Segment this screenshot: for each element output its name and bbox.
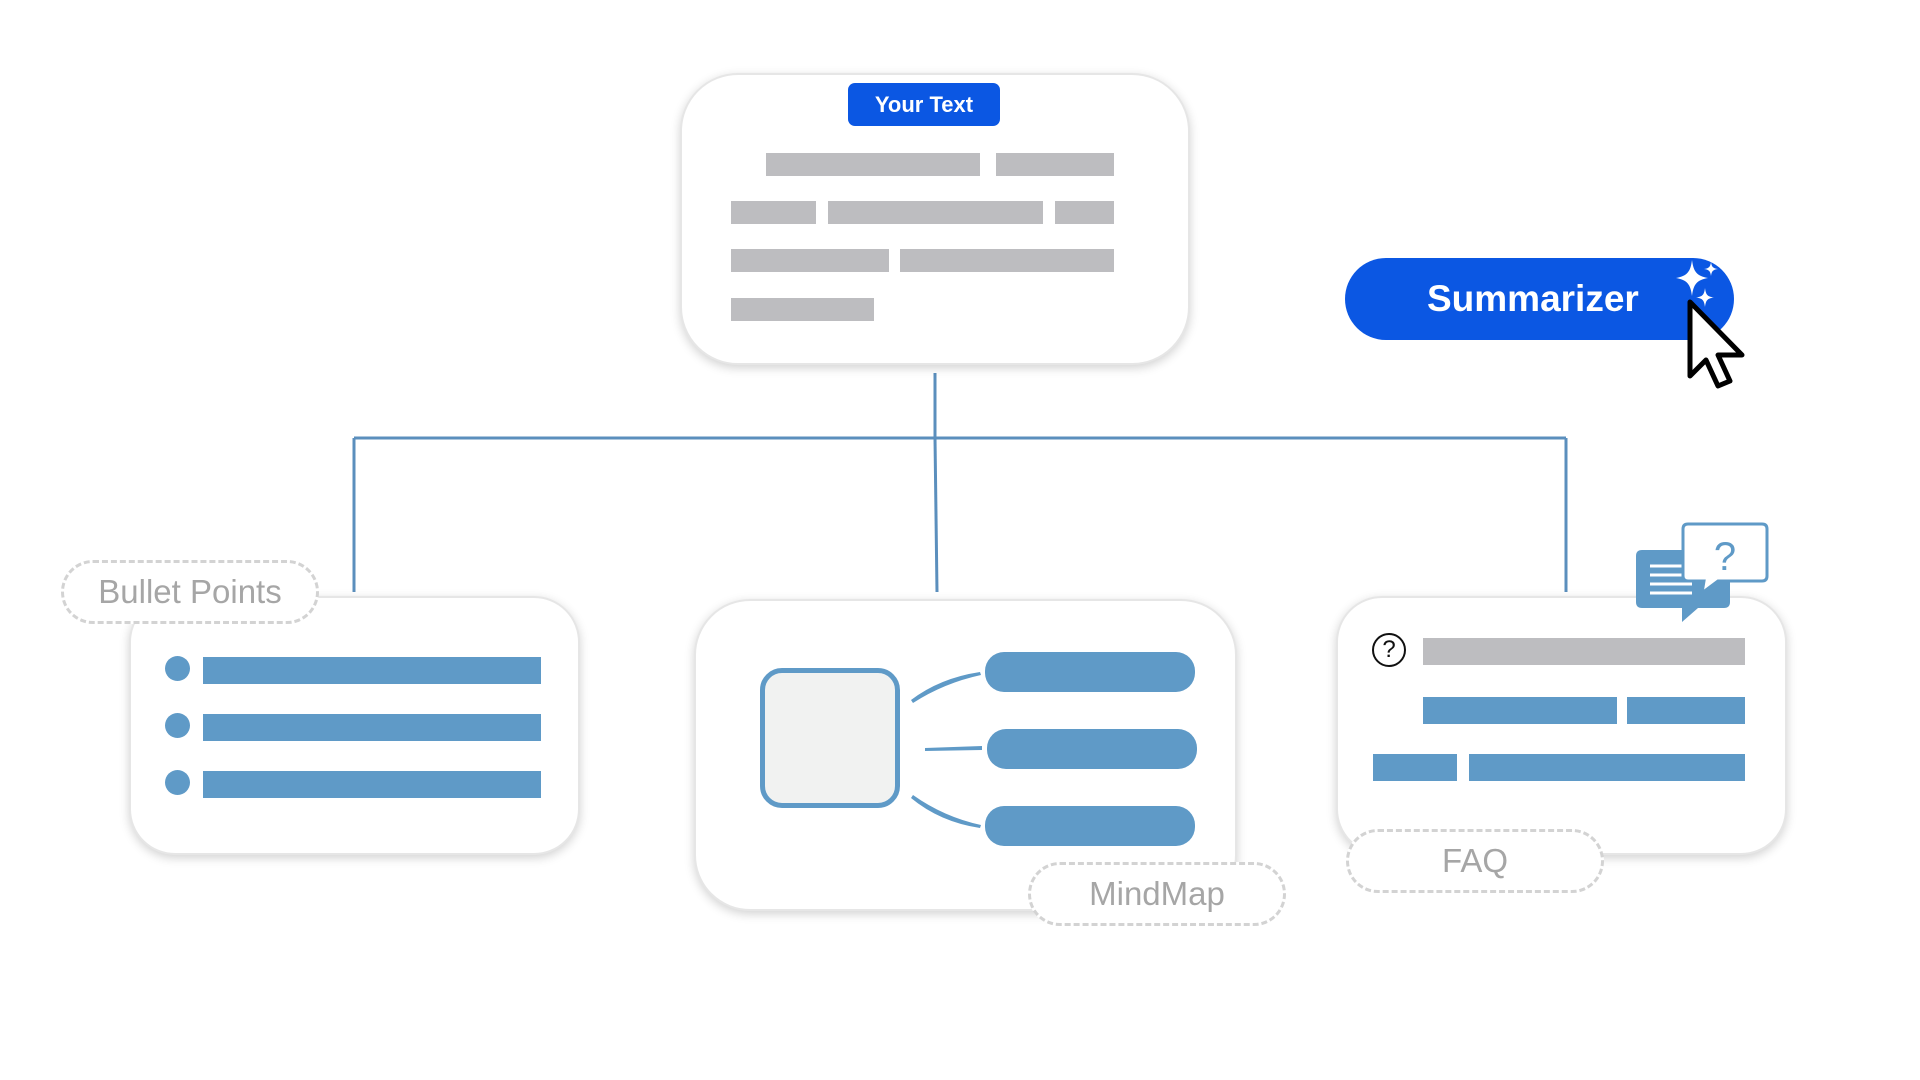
mindmap-tag: MindMap xyxy=(1028,862,1286,926)
your-text-badge: Your Text xyxy=(848,83,1000,126)
summarizer-button-label: Summarizer xyxy=(1427,278,1639,319)
text-line-placeholder xyxy=(731,298,874,321)
chat-question-icon: ? xyxy=(1636,522,1769,622)
faq-answer-line xyxy=(1627,697,1745,724)
faq-answer-line xyxy=(1423,697,1617,724)
text-line-placeholder xyxy=(828,201,1043,224)
svg-text:?: ? xyxy=(1714,535,1736,579)
mindmap-branch-node xyxy=(985,652,1195,692)
bullet-dot xyxy=(165,713,190,738)
mindmap-branch-node xyxy=(985,806,1195,846)
bullet-line xyxy=(203,714,541,741)
bullet-points-tag: Bullet Points xyxy=(61,560,319,624)
summarizer-button[interactable]: Summarizer xyxy=(1345,258,1734,340)
text-line-placeholder xyxy=(766,153,980,176)
text-line-placeholder xyxy=(731,249,889,272)
question-circle-icon: ? xyxy=(1372,633,1406,667)
connector-center-branch xyxy=(933,437,939,593)
faq-answer-line xyxy=(1373,754,1457,781)
bullet-line xyxy=(203,657,541,684)
text-line-placeholder xyxy=(731,201,816,224)
mouse-pointer-icon xyxy=(1687,299,1745,389)
text-line-placeholder xyxy=(1055,201,1114,224)
bullet-line xyxy=(203,771,541,798)
mindmap-branch-node xyxy=(987,729,1197,769)
text-line-placeholder xyxy=(900,249,1114,272)
faq-answer-line xyxy=(1469,754,1745,781)
sparkle-icon xyxy=(1676,260,1718,307)
faq-card xyxy=(1336,596,1787,855)
bullet-dot xyxy=(165,656,190,681)
faq-tag: FAQ xyxy=(1346,829,1604,893)
faq-question-line xyxy=(1423,638,1745,665)
bullet-dot xyxy=(165,770,190,795)
mindmap-central-node xyxy=(760,668,900,808)
text-line-placeholder xyxy=(996,153,1114,176)
